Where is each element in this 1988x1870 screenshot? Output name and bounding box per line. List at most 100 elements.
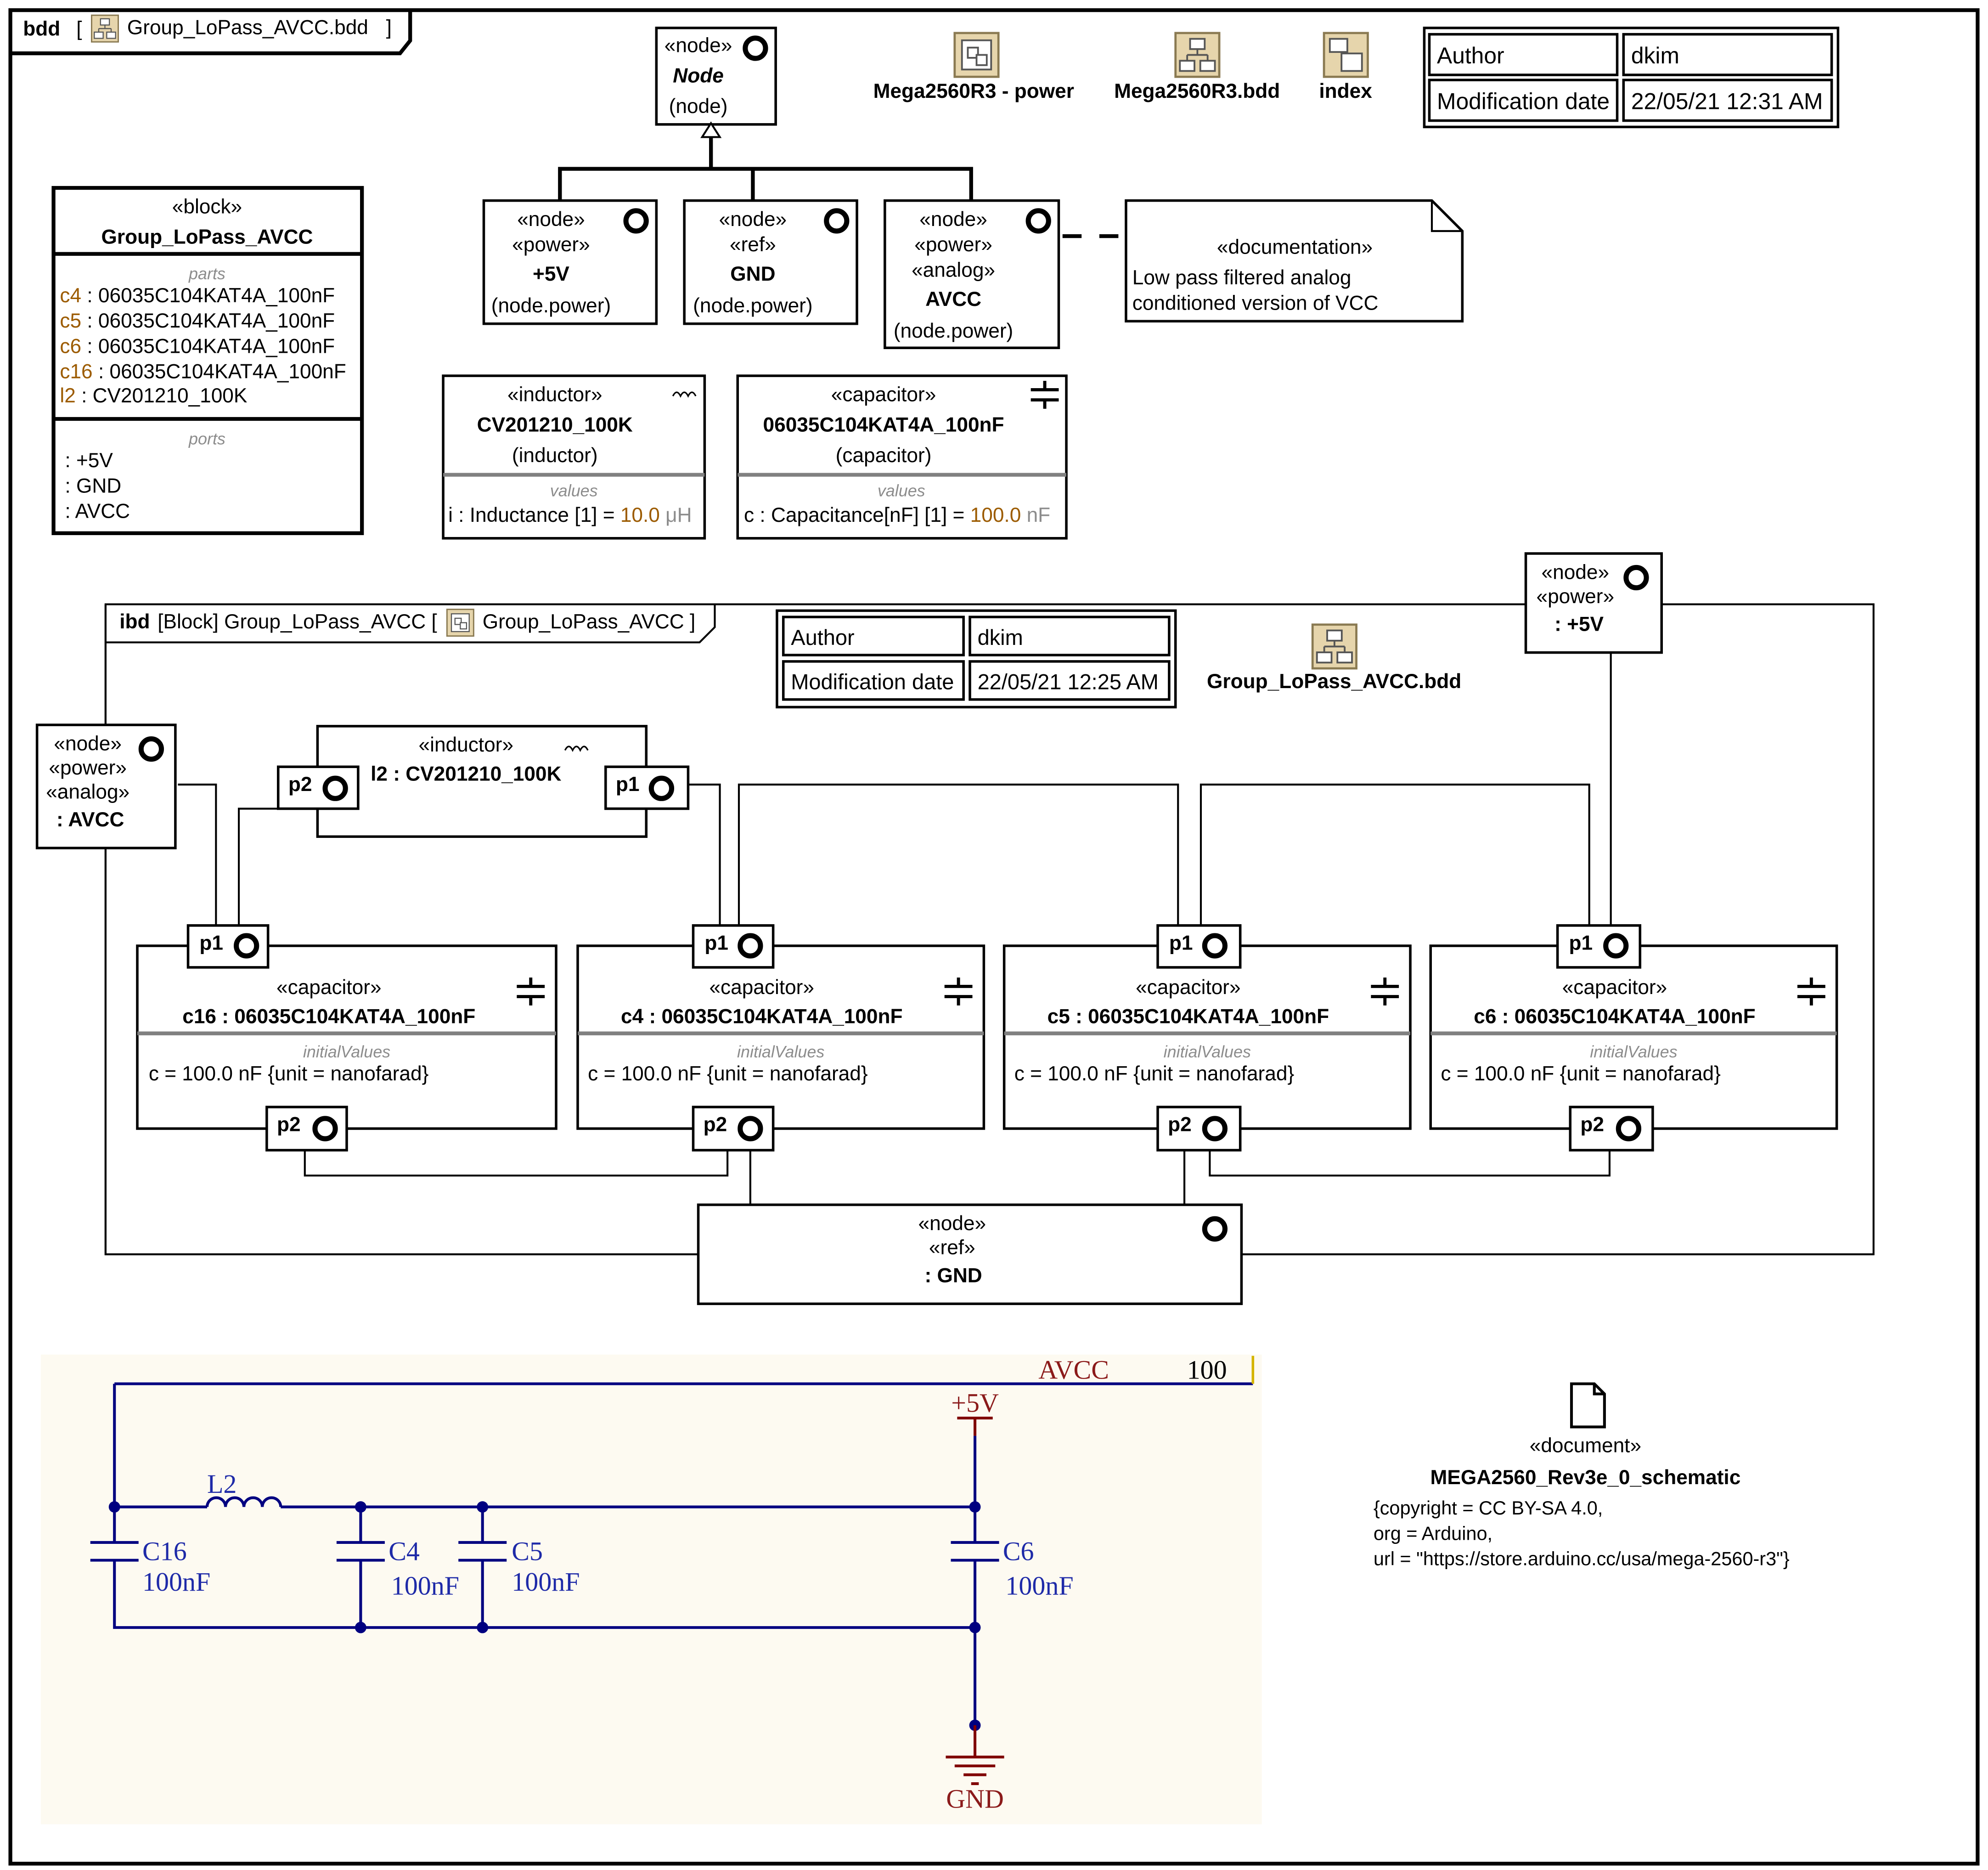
port-label: p2	[1168, 1113, 1192, 1136]
link-mega2560r3-bdd[interactable]: Mega2560R3.bdd	[1114, 33, 1280, 102]
initial-values-label: initialValues	[1164, 1042, 1251, 1061]
port-row: : GND	[65, 475, 121, 497]
values-label: values	[550, 481, 598, 500]
values-label: values	[878, 481, 925, 500]
ibd-date-value: 22/05/21 12:25 AM	[978, 670, 1159, 694]
initial-values-label: initialValues	[303, 1042, 390, 1061]
stereotype: «ref»	[730, 233, 776, 256]
ibd-capacitor-c5[interactable]: «capacitor» c5 : 06035C104KAT4A_100nF in…	[1002, 924, 1412, 1152]
ibd-info-table: Author dkim Modification date 22/05/21 1…	[776, 609, 1177, 709]
note-stereotype: «documentation»	[1217, 236, 1373, 259]
inductor-icon	[672, 391, 697, 398]
block-diagram-icon	[1176, 33, 1219, 77]
port-label: p2	[277, 1113, 301, 1136]
c16-ref: C16	[142, 1537, 187, 1566]
stereotype: «analog»	[46, 780, 130, 803]
block-name: Node	[673, 65, 724, 87]
stereotype: «node»	[719, 208, 787, 231]
part-name: : AVCC	[56, 808, 124, 831]
block-type: (node.power)	[693, 294, 812, 317]
c4-ref: C4	[389, 1537, 420, 1566]
stereotype: «analog»	[912, 259, 995, 281]
capacitor-icon	[1031, 381, 1059, 409]
port-p2[interactable]: p2	[276, 765, 360, 810]
port-label: p1	[704, 932, 728, 954]
document-element[interactable]: «document» MEGA2560_Rev3e_0_schematic {c…	[1374, 1382, 1790, 1570]
ibd-author-label: Author	[791, 625, 854, 650]
port-p2[interactable]: p2	[265, 1106, 348, 1152]
ibd-capacitor-c4[interactable]: «capacitor» c4 : 06035C104KAT4A_100nF in…	[576, 924, 986, 1152]
stereotype: «power»	[49, 757, 127, 779]
internal-diagram-icon	[955, 33, 998, 77]
inductor-type-block[interactable]: «inductor» CV201210_100K (inductor) valu…	[442, 374, 706, 540]
stereotype: «power»	[1537, 585, 1615, 608]
bdd-frame-bracket-open: [	[76, 17, 82, 40]
port-p1[interactable]: p1	[186, 924, 270, 969]
capacitor-type-block[interactable]: «capacitor» 06035C104KAT4A_100nF (capaci…	[736, 374, 1068, 540]
group-lopass-avcc-block[interactable]: «block» Group_LoPass_AVCC parts c4 : 060…	[51, 186, 364, 535]
part-name: : +5V	[1554, 613, 1604, 636]
ibd-node-plus5v[interactable]: «node» «power» : +5V	[1524, 552, 1663, 654]
stereotype: «capacitor»	[276, 976, 382, 999]
c16-value: 100nF	[142, 1567, 210, 1597]
node-type-block[interactable]: «node» Node (node)	[655, 27, 777, 126]
c6-ref: C6	[1003, 1537, 1034, 1566]
initial-value: c = 100.0 nF {unit = nanofarad}	[1014, 1062, 1295, 1085]
link-group-lopass-avcc-bdd[interactable]: Group_LoPass_AVCC.bdd	[1207, 625, 1461, 693]
ports-label: ports	[188, 429, 225, 448]
block-diagram-icon	[91, 14, 119, 43]
port-p1[interactable]: p1	[692, 924, 775, 969]
node-gnd-block[interactable]: «node» «ref» GND (node.power)	[683, 199, 858, 325]
block-name: 06035C104KAT4A_100nF	[763, 414, 1004, 436]
block-name: AVCC	[925, 288, 981, 311]
port-p1[interactable]: p1	[1156, 924, 1242, 969]
initial-value: c = 100.0 nF {unit = nanofarad}	[149, 1062, 428, 1085]
block-type: (inductor)	[512, 444, 598, 467]
document-tag-1: {copyright = CC BY-SA 4.0,	[1374, 1497, 1603, 1519]
net-number: 100	[1187, 1355, 1227, 1384]
c5-value: 100nF	[512, 1567, 580, 1597]
documentation-note[interactable]: «documentation» Low pass filtered analog…	[1125, 199, 1464, 322]
link-label: index	[1319, 80, 1372, 102]
port-p2[interactable]: p2	[692, 1106, 775, 1152]
part-row: l2 : CV201210_100K	[60, 384, 247, 407]
block-name: +5V	[533, 263, 569, 285]
node-plus5v-block[interactable]: «node» «power» +5V (node.power)	[482, 199, 658, 325]
c4-value: 100nF	[391, 1571, 459, 1600]
port-p1[interactable]: p1	[604, 765, 690, 810]
c6-value: 100nF	[1005, 1571, 1073, 1600]
ibd-capacitor-c6[interactable]: «capacitor» c6 : 06035C104KAT4A_100nF in…	[1429, 924, 1838, 1152]
initial-values-label: initialValues	[1590, 1042, 1677, 1061]
block-name: GND	[730, 263, 775, 285]
capacitor-icon	[1797, 977, 1825, 1006]
l2-label: L2	[207, 1469, 237, 1499]
port-p1[interactable]: p1	[1556, 924, 1642, 969]
bdd-date-label: Modification date	[1437, 89, 1610, 114]
part-name: c6 : 06035C104KAT4A_100nF	[1474, 1006, 1755, 1028]
ibd-frame-tab	[105, 604, 716, 644]
link-index[interactable]: index	[1319, 33, 1372, 102]
bdd-info-table: Author dkim Modification date 22/05/21 1…	[1423, 27, 1840, 129]
ibd-frame-kind: ibd	[119, 610, 150, 633]
ibd-capacitor-c16[interactable]: «capacitor» c16 : 06035C104KAT4A_100nF i…	[136, 924, 558, 1152]
link-label: Mega2560R3.bdd	[1114, 80, 1280, 102]
block-type: (node.power)	[894, 320, 1013, 342]
ibd-inductor-l2[interactable]: «inductor» l2 : CV201210_100K p2 p1	[276, 725, 690, 838]
note-line-1: Low pass filtered analog	[1132, 266, 1352, 289]
port-p2[interactable]: p2	[1156, 1106, 1242, 1152]
link-mega2560r3-power[interactable]: Mega2560R3 - power	[873, 33, 1074, 102]
ibd-node-avcc[interactable]: «node» «power» «analog» : AVCC	[35, 723, 177, 849]
capacitor-icon	[1371, 977, 1399, 1006]
port-p2[interactable]: p2	[1569, 1106, 1654, 1152]
stereotype: «inductor»	[419, 734, 513, 756]
node-avcc-block[interactable]: «node» «power» «analog» AVCC (node.power…	[884, 199, 1060, 350]
ibd-node-gnd[interactable]: «node» «ref» : GND	[697, 1203, 1243, 1305]
generalization-lines	[558, 137, 973, 201]
ibd-connectors	[104, 604, 1874, 1255]
port-label: p2	[288, 773, 312, 796]
stereotype: «capacitor»	[1562, 976, 1667, 999]
stereotype: «node»	[919, 208, 987, 231]
port-label: p1	[1569, 932, 1593, 954]
link-label: Group_LoPass_AVCC.bdd	[1207, 670, 1461, 693]
